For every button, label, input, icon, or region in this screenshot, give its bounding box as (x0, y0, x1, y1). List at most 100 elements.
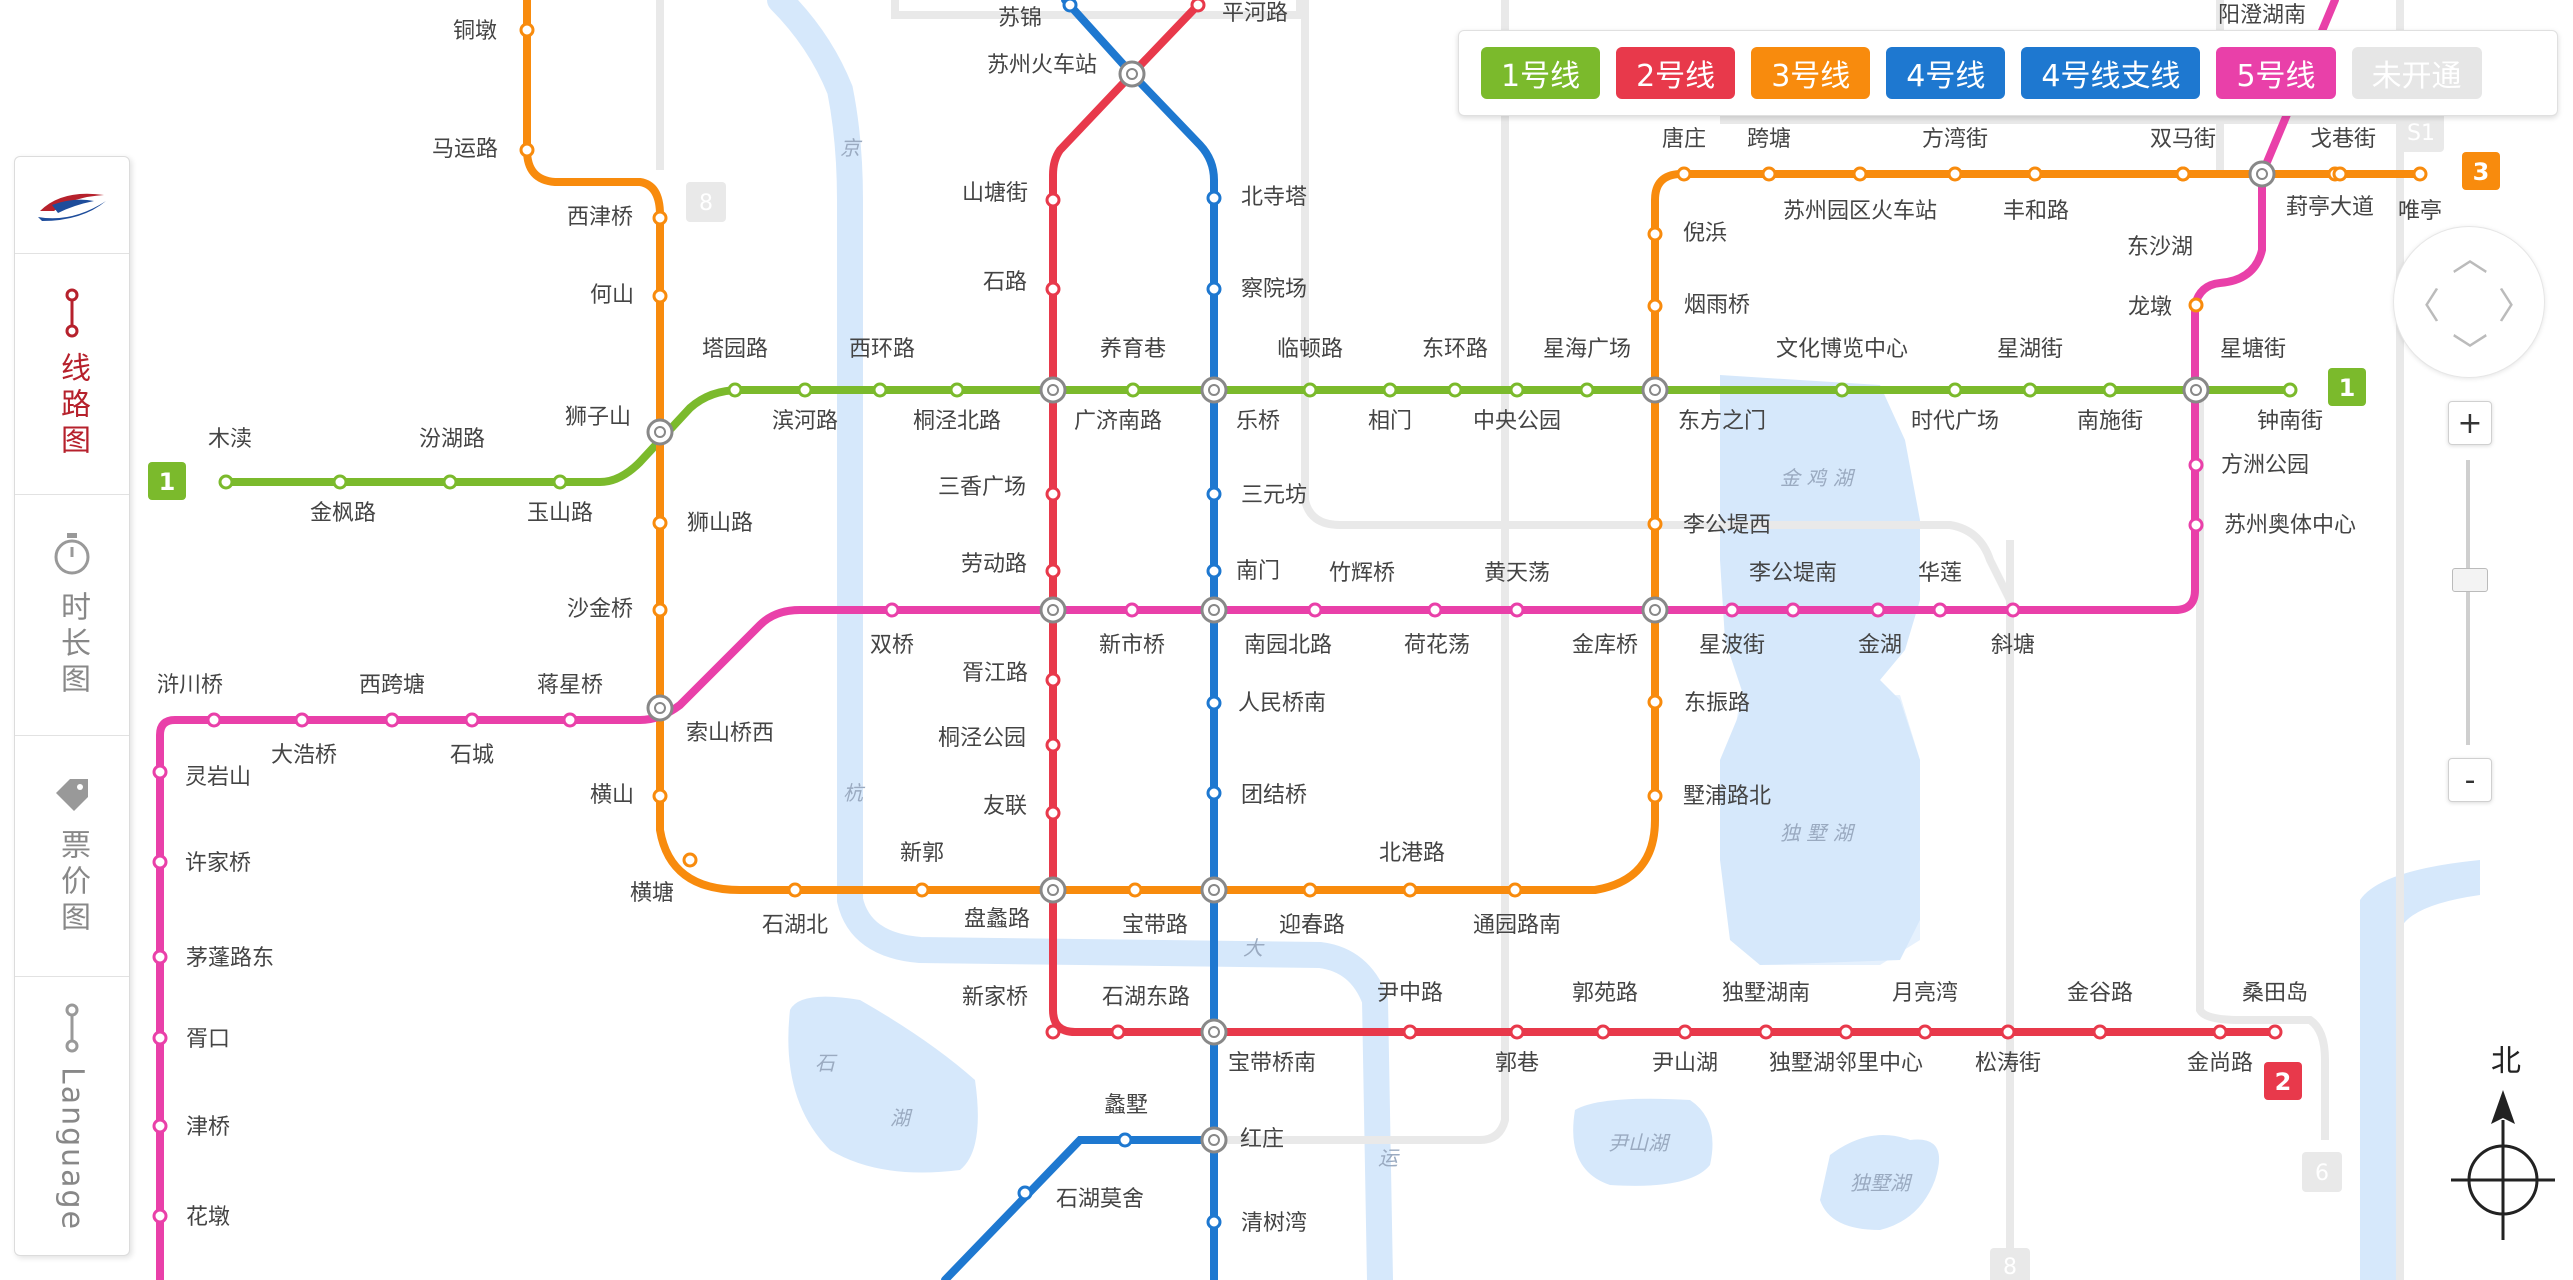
sidebar-item-route-map[interactable]: 线路图 (15, 254, 129, 495)
station-dot-line2[interactable] (1045, 737, 1061, 753)
interchange-station-icon[interactable] (1039, 876, 1067, 904)
legend-line4-button[interactable]: 4号线 (1886, 47, 2006, 99)
station-dot-line3[interactable] (1647, 226, 1663, 242)
station-dot-line2[interactable] (1758, 1024, 1774, 1040)
pan-down-icon[interactable]: ﹀ (2452, 332, 2489, 373)
station-dot-line5[interactable] (152, 1208, 168, 1224)
interchange-station-icon[interactable] (1118, 60, 1146, 88)
station-dot-line5[interactable] (1427, 602, 1443, 618)
station-dot-line2[interactable] (1595, 1024, 1611, 1040)
station-dot-line1[interactable] (1382, 382, 1398, 398)
station-dot-line3[interactable] (519, 22, 535, 38)
station-dot-line3[interactable] (519, 142, 535, 158)
station-dot-line2[interactable] (1838, 1024, 1854, 1040)
station-dot-line1[interactable] (872, 382, 888, 398)
station-dot-line4[interactable] (1206, 1214, 1222, 1230)
station-dot-line3[interactable] (652, 288, 668, 304)
station-dot-line3[interactable] (1761, 166, 1777, 182)
interchange-station-icon[interactable] (2248, 160, 2276, 188)
line-4[interactable] (1061, 0, 1218, 1280)
station-dot-line4[interactable] (1206, 695, 1222, 711)
interchange-station-icon[interactable] (1200, 376, 1228, 404)
station-dot-line1[interactable] (2022, 382, 2038, 398)
station-dot-line4[interactable] (1206, 486, 1222, 502)
station-dot-line5[interactable] (384, 712, 400, 728)
station-dot-line4[interactable] (1017, 1185, 1033, 1201)
line-2[interactable] (1049, 1, 2279, 1036)
station-dot-line5[interactable] (464, 712, 480, 728)
station-dot-line5[interactable] (152, 949, 168, 965)
station-dot-line1[interactable] (218, 474, 234, 490)
station-dot-line5[interactable] (1785, 602, 1801, 618)
interchange-station-icon[interactable] (2182, 376, 2210, 404)
station-dot-line1[interactable] (442, 474, 458, 490)
station-dot-line2[interactable] (1110, 1024, 1126, 1040)
station-dot-line2[interactable] (2000, 1024, 2016, 1040)
station-dot-line5[interactable] (152, 764, 168, 780)
station-dot-line2[interactable] (1045, 563, 1061, 579)
suzhou-metro-logo[interactable] (15, 157, 129, 254)
station-dot-line5[interactable] (152, 854, 168, 870)
station-dot-line4[interactable] (1206, 281, 1222, 297)
legend-line4-branch-button[interactable]: 4号线支线 (2021, 47, 2201, 99)
station-dot-line3[interactable] (2412, 166, 2428, 182)
legend-line5-button[interactable]: 5号线 (2216, 47, 2336, 99)
station-dot-line3[interactable] (682, 852, 698, 868)
station-dot-line3[interactable] (652, 515, 668, 531)
station-dot-line3[interactable] (1647, 788, 1663, 804)
station-dot-line1[interactable] (332, 474, 348, 490)
station-dot-line5[interactable] (1932, 602, 1948, 618)
sidebar-item-language[interactable]: Language (15, 977, 129, 1257)
station-dot-line5[interactable] (1870, 602, 1886, 618)
station-dot-line2[interactable] (1045, 192, 1061, 208)
station-dot-line3[interactable] (1676, 166, 1692, 182)
line-1[interactable] (222, 386, 2294, 486)
station-dot-line1[interactable] (1579, 382, 1595, 398)
interchange-station-icon[interactable] (1200, 596, 1228, 624)
station-dot-line2[interactable] (2267, 1024, 2283, 1040)
station-dot-line2[interactable] (1045, 1024, 1061, 1040)
sidebar-item-duration-map[interactable]: 时长图 (15, 495, 129, 736)
interchange-stations[interactable] (646, 60, 2276, 1154)
zoom-slider-track[interactable] (2466, 460, 2470, 745)
station-dot-line1[interactable] (1509, 382, 1525, 398)
station-dot-line5[interactable] (1724, 602, 1740, 618)
station-dot-line1[interactable] (2282, 382, 2298, 398)
station-dot-line5[interactable] (1124, 602, 1140, 618)
sidebar-item-fare-map[interactable]: 票价图 (15, 736, 129, 977)
station-dot-line1[interactable] (1125, 382, 1141, 398)
line-5[interactable] (156, 0, 2339, 1280)
station-dot-line2[interactable] (1045, 486, 1061, 502)
legend-line1-button[interactable]: 1号线 (1481, 47, 1601, 99)
station-dot-line3[interactable] (1647, 516, 1663, 532)
station-dot-line2[interactable] (1402, 1024, 1418, 1040)
station-dot-line5[interactable] (152, 1030, 168, 1046)
station-dot-line3[interactable] (652, 788, 668, 804)
interchange-station-icon[interactable] (1641, 376, 1669, 404)
station-dot-line3[interactable] (1507, 882, 1523, 898)
interchange-station-icon[interactable] (1641, 596, 1669, 624)
interchange-station-icon[interactable] (1200, 1018, 1228, 1046)
station-dot-line3[interactable] (2175, 166, 2191, 182)
station-dot-line3[interactable] (2027, 166, 2043, 182)
station-dot-line1[interactable] (552, 474, 568, 490)
legend-line2-button[interactable]: 2号线 (1616, 47, 1736, 99)
station-dot-line5[interactable] (884, 602, 900, 618)
station-dot-line5[interactable] (294, 712, 310, 728)
station-dot-line5[interactable] (2005, 602, 2021, 618)
station-dot-line5[interactable] (562, 712, 578, 728)
legend-line3-button[interactable]: 3号线 (1751, 47, 1871, 99)
station-dot-line2[interactable] (1045, 281, 1061, 297)
station-dot-line1[interactable] (1947, 382, 1963, 398)
station-dot-line1[interactable] (1834, 382, 1850, 398)
station-dot-line2[interactable] (2212, 1024, 2228, 1040)
station-dot-line1[interactable] (727, 382, 743, 398)
station-dot-line3[interactable] (652, 210, 668, 226)
zoom-slider-handle[interactable] (2452, 568, 2488, 592)
station-dot-line3[interactable] (1647, 694, 1663, 710)
pan-left-icon[interactable]: 〈 (2404, 286, 2441, 327)
station-dot-line2[interactable] (1509, 1024, 1525, 1040)
station-dot-line3[interactable] (914, 882, 930, 898)
station-dot-line2[interactable] (2092, 1024, 2108, 1040)
station-dot-line1[interactable] (2102, 382, 2118, 398)
